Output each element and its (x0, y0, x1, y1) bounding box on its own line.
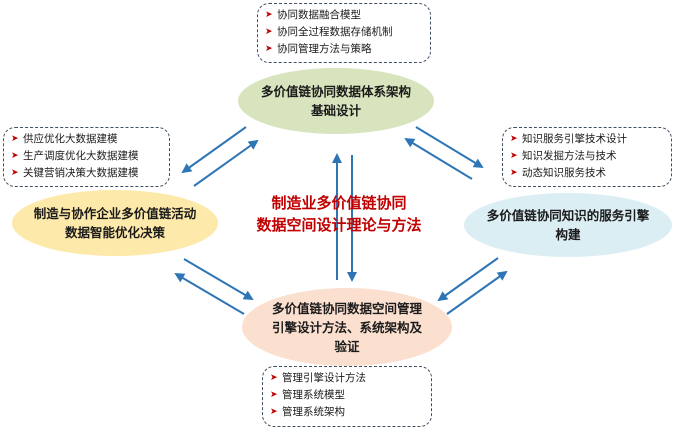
arrow-top-to-right (415, 126, 484, 169)
list-item: ➤协同全过程数据存储机制 (264, 24, 424, 41)
bottom-node: 多价值链协同数据空间管理引擎设计方法、系统架构及验证 (242, 288, 452, 366)
arrow-bullet-icon: ➤ (265, 44, 273, 54)
arrow-bullet-icon: ➤ (265, 10, 273, 20)
list-item: ➤关键营销决策大数据建模 (10, 165, 163, 182)
arrow-bullet-icon: ➤ (265, 27, 273, 37)
arrow-bullet-icon: ➤ (270, 390, 278, 400)
center-title: 制造业多价值链协同 数据空间设计理论与方法 (232, 192, 446, 236)
center-title-line-2: 数据空间设计理论与方法 (256, 216, 422, 234)
top-node: 多价值链协同数据体系架构基础设计 (238, 68, 434, 134)
bottom-detail-box: ➤管理引擎设计方法 ➤管理系统模型 ➤管理系统架构 (262, 366, 432, 427)
list-item: ➤管理系统架构 (269, 404, 425, 421)
arrow-right-to-top (404, 137, 473, 180)
arrow-bottom-to-right (446, 270, 508, 315)
list-item: ➤动态知识服务技术 (509, 165, 665, 182)
arrow-bullet-icon: ➤ (11, 151, 19, 161)
arrow-bullet-icon: ➤ (11, 134, 19, 144)
arrow-bullet-icon: ➤ (270, 407, 278, 417)
list-item: ➤供应优化大数据建模 (10, 131, 163, 148)
left-detail-box: ➤供应优化大数据建模 ➤生产调度优化大数据建模 ➤关键营销决策大数据建模 (3, 127, 170, 187)
arrow-bullet-icon: ➤ (270, 373, 278, 383)
list-item: ➤管理系统模型 (269, 387, 425, 404)
top-detail-box: ➤协同数据融合模型 ➤协同全过程数据存储机制 ➤协同管理方法与策略 (257, 3, 431, 63)
list-item: ➤知识发掘方法与技术 (509, 148, 665, 165)
arrow-bullet-icon: ➤ (510, 151, 518, 161)
list-item: ➤管理引擎设计方法 (269, 370, 425, 387)
right-detail-box: ➤知识服务引擎技术设计 ➤知识发掘方法与技术 ➤动态知识服务技术 (502, 127, 672, 187)
arrow-bottom-to-left (174, 272, 245, 315)
arrow-bullet-icon: ➤ (510, 134, 518, 144)
list-item: ➤协同管理方法与策略 (264, 41, 424, 58)
arrow-bullet-icon: ➤ (11, 168, 19, 178)
arrow-top-to-left (181, 126, 247, 174)
list-item: ➤知识服务引擎技术设计 (509, 131, 665, 148)
arrow-left-to-bottom (183, 258, 254, 301)
list-item: ➤生产调度优化大数据建模 (10, 148, 163, 165)
list-item: ➤协同数据融合模型 (264, 7, 424, 24)
left-node: 制造与协作企业多价值链活动数据智能优化决策 (12, 190, 218, 256)
arrow-bullet-icon: ➤ (510, 168, 518, 178)
right-node: 多价值链协同知识的服务引擎构建 (464, 193, 672, 257)
arrow-right-to-bottom (437, 257, 499, 302)
center-title-line-1: 制造业多价值链协同 (271, 194, 407, 212)
arrow-left-to-top (193, 139, 259, 187)
